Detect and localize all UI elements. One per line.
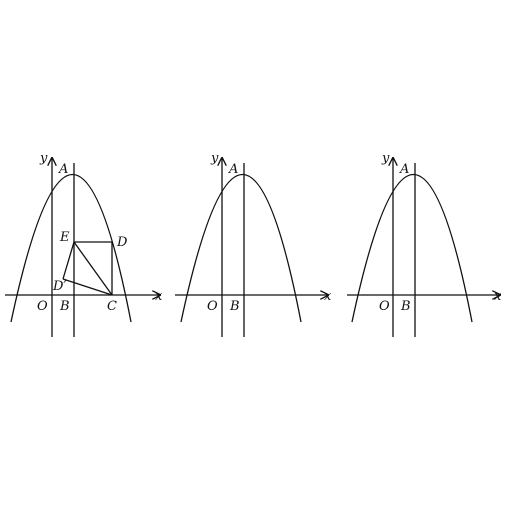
fig2-label-x: x: [324, 289, 332, 304]
fig1-segment-D-prime-C: [62, 278, 113, 296]
fig3-label-O: O: [379, 299, 390, 314]
fig1-label-x: x: [155, 289, 163, 304]
fig1-label-y: y: [39, 151, 48, 166]
fig1-label-E: E: [59, 230, 70, 245]
fig3-label-A: A: [399, 162, 409, 177]
fig3-parabola: [351, 173, 473, 323]
fig2-label-y: y: [210, 151, 219, 166]
fig1-label-B: B: [59, 299, 70, 314]
fig1-label-C: C: [107, 299, 117, 314]
fig1-label-D: D: [116, 235, 128, 250]
figure-1: y A E D D′ O B C x: [5, 151, 163, 337]
fig2-label-O: O: [207, 299, 218, 314]
fig3-label-y: y: [381, 151, 390, 166]
fig1-label-A: A: [58, 162, 68, 177]
fig1-parabola: [10, 173, 132, 323]
fig1-segment-ED-prime: [62, 241, 75, 280]
fig3-label-x: x: [494, 289, 502, 304]
figure-3: y A O B x: [347, 151, 502, 337]
fig1-segment-EC: [73, 241, 113, 296]
fig2-label-A: A: [228, 162, 238, 177]
figure-2: y A O B x: [175, 151, 332, 337]
fig2-parabola: [180, 173, 302, 323]
fig2-label-B: B: [229, 299, 240, 314]
fig1-label-O: O: [37, 299, 48, 314]
fig3-label-B: B: [400, 299, 411, 314]
fig1-label-D-prime: D′: [52, 279, 66, 294]
